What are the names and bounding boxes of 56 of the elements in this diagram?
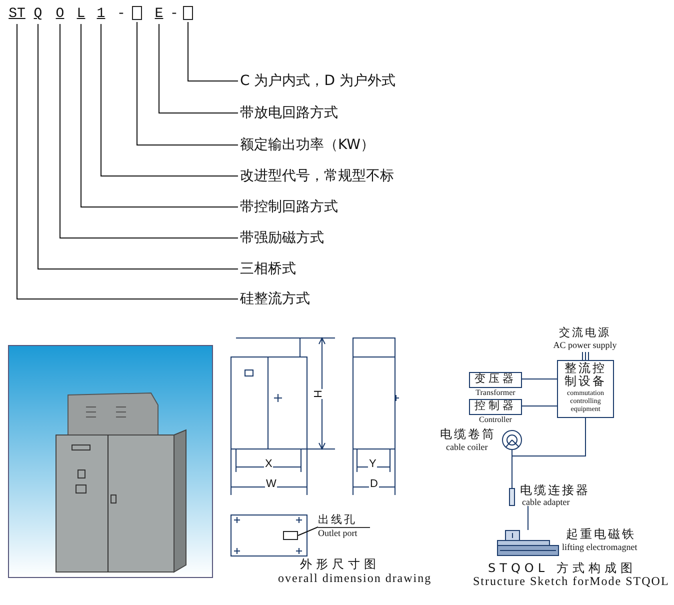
leader-line (100, 24, 238, 176)
equipment-name: 整流控制设备 (564, 361, 608, 389)
chinese-caption: 电缆连接器 (520, 482, 590, 498)
english-label: Outlet port (318, 528, 358, 539)
leader-line (158, 24, 238, 114)
code-letter: ST (8, 6, 26, 22)
code-description: 额定输出功率（KW） (240, 136, 390, 154)
figure-caption: Structure Sketch forMode STQOL (473, 574, 670, 589)
english-caption: Transformer (474, 388, 516, 398)
figure-caption: 外形尺寸图 (300, 556, 380, 573)
code-letter: O (55, 6, 65, 22)
cable-adapter (509, 488, 515, 506)
leader-line (16, 24, 238, 300)
dimension-label: X (264, 458, 274, 470)
transformer-box: 变压器 (469, 372, 522, 388)
power-line (582, 352, 589, 360)
code-placeholder-box (183, 6, 193, 20)
leader-line (80, 24, 238, 208)
code-description: 带强励磁方式 (240, 229, 350, 247)
controller-box: 控制器 (469, 399, 522, 415)
code-letter: E (154, 6, 164, 22)
english-label: AC power supply (552, 340, 618, 351)
leader-line (60, 24, 238, 238)
code-description: 三相桥式 (240, 260, 320, 278)
dimension-label: Y (368, 458, 378, 470)
code-description: 硅整流方式 (240, 290, 330, 308)
figure-caption: STQOL 方式构成图 (488, 560, 636, 576)
code-description: C 为户内式，D 为户外式 (240, 72, 410, 90)
equipment-box (557, 360, 614, 418)
leader-line (298, 526, 318, 536)
english-caption: Controller (478, 415, 513, 425)
chinese-label: 出线孔 (318, 513, 370, 528)
chinese-caption: 电缆卷筒 (440, 426, 496, 443)
dimension-label: W (265, 478, 278, 490)
code-letter: 1 (96, 6, 106, 22)
leader-line (188, 22, 238, 82)
leader-line (38, 24, 238, 270)
chinese-label: 交流电源 (558, 326, 612, 340)
chinese-caption: 起重电磁铁 (566, 526, 636, 543)
code-description: 带控制回路方式 (240, 198, 360, 216)
cable-line (512, 418, 586, 456)
code-letter: L (76, 6, 86, 22)
outlet-port (283, 531, 298, 540)
english-caption: lifting electromagnet (562, 542, 638, 552)
english-caption: cable adapter (522, 497, 570, 507)
figure-caption: overall dimension drawing (278, 571, 432, 586)
cable-line (522, 378, 558, 380)
dimension-label: D (369, 478, 379, 490)
code-description: 改进型代号，常规型不标 (240, 167, 410, 185)
code-placeholder-box (132, 6, 142, 20)
english-caption: cable coiler (446, 442, 488, 452)
code-separator: - (170, 6, 178, 22)
code-letter: Q (33, 6, 43, 22)
leader-line (136, 22, 238, 146)
code-separator: - (117, 6, 126, 22)
code-description: 带放电回路方式 (240, 104, 360, 122)
